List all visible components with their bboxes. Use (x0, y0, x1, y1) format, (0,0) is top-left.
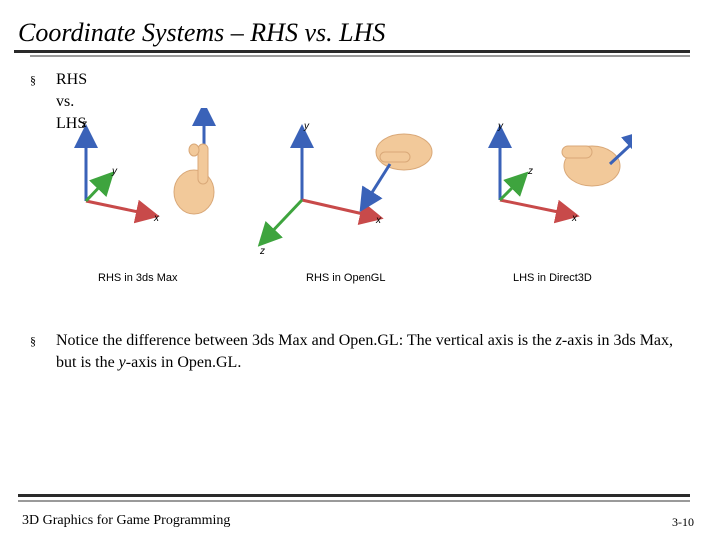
figure-caption: RHS in 3ds Max (98, 272, 178, 284)
axis-label-x: x (571, 213, 578, 224)
title-rule (14, 50, 690, 53)
bullet-icon: § (30, 334, 36, 348)
axes-rhs-opengl: y x z (257, 121, 384, 257)
hand-icon (173, 108, 216, 215)
axis-label-z: z (81, 119, 87, 130)
footer-course-title: 3D Graphics for Game Programming (22, 513, 231, 528)
hand-icon (561, 129, 632, 187)
axis-label-x: x (375, 215, 382, 226)
bullet-text: Notice the difference between 3ds Max an… (56, 332, 674, 371)
figure-caption: RHS in OpenGL (306, 272, 386, 284)
axes-rhs-3dsmax: z y x (74, 119, 160, 224)
axes-lhs-direct3d: y z x (488, 121, 580, 224)
axis-label-y: y (111, 166, 118, 177)
axis-label-x: x (153, 213, 160, 224)
footer-rule (18, 494, 690, 497)
axis-label-z: z (527, 166, 533, 177)
figure-caption: LHS in Direct3D (513, 272, 592, 284)
coordinate-systems-figure: z y x y x z y z x (74, 108, 632, 257)
axis-label-y: y (303, 121, 310, 132)
slide-title: Coordinate Systems – RHS vs. LHS (18, 18, 386, 47)
title-rule-shadow (30, 55, 690, 57)
bullet-icon: § (30, 73, 36, 87)
hand-icon (359, 133, 433, 213)
page-number: 3-10 (672, 515, 694, 529)
footer-rule-shadow (18, 500, 690, 502)
axis-label-y: y (497, 121, 504, 132)
axis-label-z: z (259, 246, 265, 257)
